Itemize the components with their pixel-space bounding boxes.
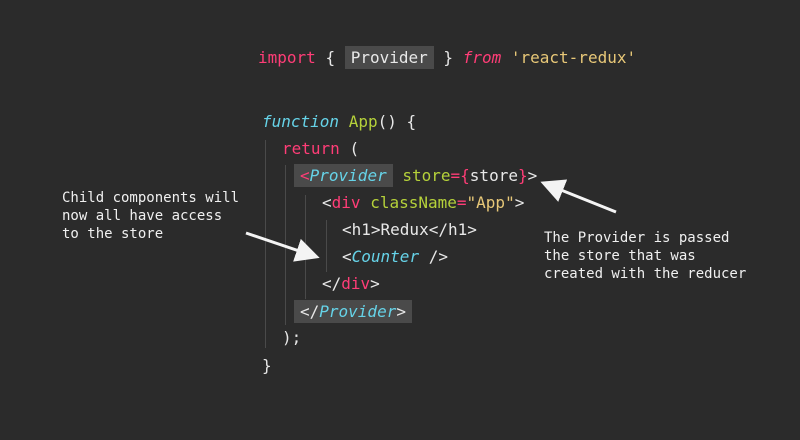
div-close-gt: > [370,274,380,293]
annotation-right: The Provider is passed the store that wa… [544,230,747,282]
provider-close-line: </Provider> [294,300,412,323]
provider-close-lt: </ [300,302,320,321]
div-open-gt: > [514,193,525,212]
import-line: import { Provider } from 'react-redux' [258,46,637,69]
provider-close-gt: > [396,302,406,321]
counter-tag: Counter [351,247,420,266]
provider-open-tag: Provider [309,166,387,185]
import-keyword: import [258,48,316,67]
div-close-line: </div> [322,274,380,294]
return-line: return ( [282,139,359,159]
store-eq: = [450,166,461,185]
indent-guide-4 [326,220,327,272]
return-paren: ( [349,139,360,158]
arrow-left [245,231,320,262]
import-provider-highlight: Provider [344,46,434,69]
classname-attribute: className [370,193,457,212]
function-name: App [348,112,378,131]
return-keyword: return [282,139,340,158]
module-string: 'react-redux' [510,48,637,67]
close-brace: } [262,356,272,375]
close-brace-line: } [262,356,272,376]
store-brace-open: { [460,166,470,185]
import-brace-open: { [325,48,336,67]
provider-close-tag: Provider [319,302,397,321]
div-close-lt: </ [322,274,342,293]
h1-line: <h1>Redux</h1> [342,220,477,240]
counter-end: /> [419,247,448,266]
arrow-right [540,179,617,214]
div-close-tag: div [341,274,371,293]
h1-open-tag: <h1> [342,220,381,239]
store-value: store [469,166,518,185]
counter-line: <Counter /> [342,247,448,267]
from-keyword: from [462,48,502,67]
close-paren-line: ); [282,328,301,348]
div-open-line: <div className="App"> [322,193,524,213]
provider-open-lt: < [300,166,310,185]
function-keyword: function [262,112,340,131]
function-signature: () { [377,112,417,131]
indent-guide-1 [265,140,266,348]
store-attribute: store [402,166,451,185]
h1-text: Redux [380,220,429,239]
h1-close-tag: </h1> [428,220,477,239]
store-brace-close: } [517,166,528,185]
provider-open-gt: > [527,166,538,185]
annotation-left: Child components will now all have acces… [62,190,240,242]
import-brace-close: } [443,48,454,67]
counter-lt: < [342,247,352,266]
div-open-tag: div [331,193,361,212]
close-paren: ); [282,328,302,347]
function-line: function App() { [262,112,416,132]
classname-value: "App" [466,193,515,212]
provider-open-line: <Provider store={store}> [294,164,538,187]
classname-eq: = [456,193,467,212]
div-open-lt: < [322,193,332,212]
